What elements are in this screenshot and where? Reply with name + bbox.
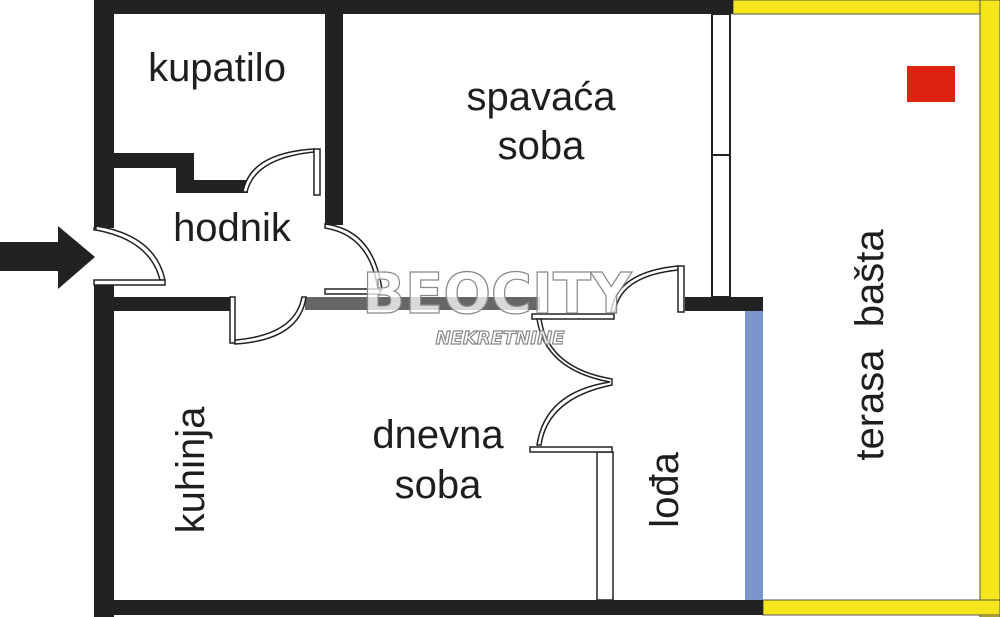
room-label-terasa: terasa bašta bbox=[848, 229, 892, 461]
room-label-dnevna: dnevna bbox=[372, 413, 504, 457]
walls bbox=[94, 0, 763, 617]
room-label-spavaca: spavaća bbox=[467, 75, 617, 119]
loggia-wall bbox=[596, 451, 614, 601]
room-label-spavaca-2: soba bbox=[498, 124, 585, 168]
arrow-right-icon bbox=[0, 226, 95, 289]
room-label-dnevna-2: soba bbox=[395, 463, 482, 507]
watermark-sub: NEKRETNINE bbox=[436, 328, 566, 349]
room-label-kupatilo: kupatilo bbox=[148, 46, 286, 90]
room-label-loda: lođa bbox=[643, 451, 687, 527]
window-loggia bbox=[745, 311, 763, 600]
room-label-kuhinja: kuhinja bbox=[169, 406, 213, 534]
watermark-brand: BEOCITY bbox=[362, 262, 633, 327]
terrace bbox=[732, 0, 1000, 617]
room-label-hodnik: hodnik bbox=[173, 206, 292, 250]
window-bedroom bbox=[711, 13, 731, 298]
doors bbox=[93, 148, 685, 453]
red-marker bbox=[907, 66, 955, 102]
